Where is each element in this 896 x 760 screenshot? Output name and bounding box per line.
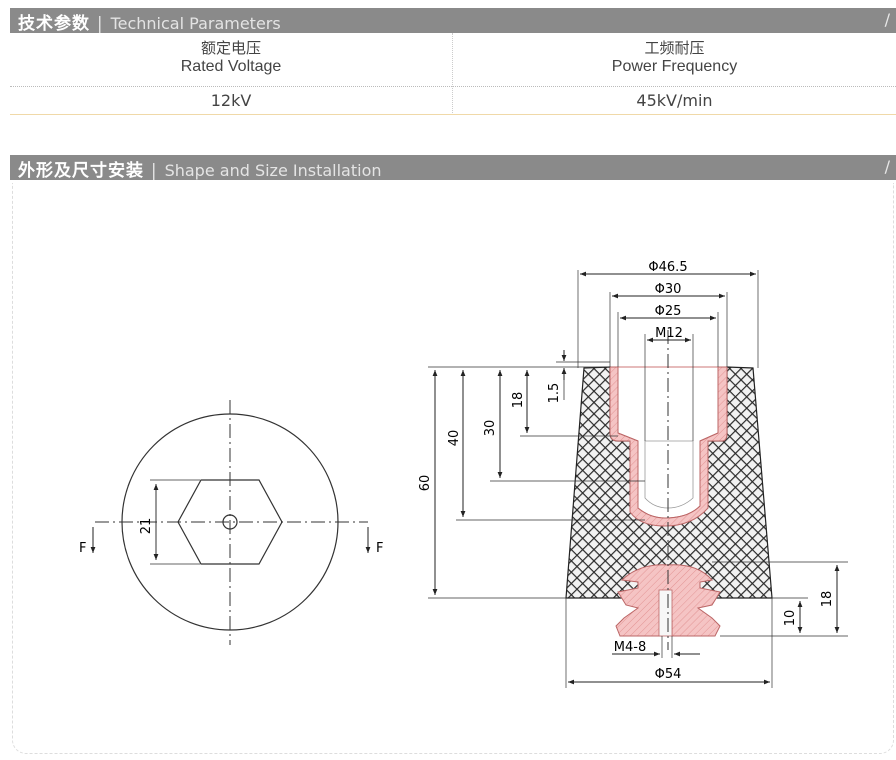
side-view: Φ46.5 Φ30 Φ25 M12 60 40 30 18 1.5 <box>418 260 848 688</box>
section-title-zh: 技术参数 <box>18 14 90 34</box>
section-title-en: Shape and Size Installation <box>164 161 382 180</box>
rated-voltage-label-en: Rated Voltage <box>180 58 282 75</box>
dim-10-label: 10 <box>783 610 798 627</box>
dia-54-label: Φ54 <box>655 667 682 682</box>
dim-18-top-label: 18 <box>511 392 526 409</box>
shape-size-header: 外形及尺寸安装 | Shape and Size Installation / <box>10 155 896 181</box>
corner-slash-icon: / <box>884 10 890 29</box>
dim-40-label: 40 <box>447 430 462 447</box>
power-frequency-label-zh: 工频耐压 <box>644 39 705 57</box>
force-label-left: F <box>79 541 86 556</box>
rated-voltage-header: 额定电压 Rated Voltage <box>10 37 452 76</box>
drawing-frame <box>12 183 894 754</box>
front-view: 21 F F <box>79 400 383 645</box>
column-divider <box>452 33 453 115</box>
table-bottom-border <box>10 114 896 115</box>
section-title-zh: 外形及尺寸安装 <box>18 161 144 181</box>
dim-18-bottom-label: 18 <box>820 591 835 608</box>
thread-m4-8-label: M4-8 <box>614 640 646 655</box>
top-insert <box>609 366 728 527</box>
dia-25-label: Φ25 <box>655 304 682 319</box>
dim-21-label: 21 <box>139 518 154 535</box>
power-frequency-value: 45kV/min <box>636 91 713 110</box>
thread-hole <box>644 440 694 509</box>
power-frequency-label-en: Power Frequency <box>611 58 738 75</box>
dia-46-5-label: Φ46.5 <box>648 260 687 275</box>
rated-voltage-label-zh: 额定电压 <box>200 39 261 57</box>
dim-1-5-label: 1.5 <box>547 383 562 404</box>
technical-parameters-header: 技术参数 | Technical Parameters / <box>10 8 896 34</box>
dia-30-label: Φ30 <box>655 282 682 297</box>
corner-slash-icon: / <box>884 157 890 176</box>
rated-voltage-value: 12kV <box>210 91 252 110</box>
dim-30-label: 30 <box>483 420 498 437</box>
section-title-en: Technical Parameters <box>110 14 281 33</box>
title-separator: | <box>150 161 158 181</box>
title-separator: | <box>96 14 104 34</box>
force-label-right: F <box>376 541 383 556</box>
dim-60-label: 60 <box>418 475 433 492</box>
power-frequency-header: 工频耐压 Power Frequency <box>453 37 896 76</box>
thread-m12-label: M12 <box>655 326 683 341</box>
bottom-thread <box>658 589 673 637</box>
table-divider <box>10 86 896 87</box>
